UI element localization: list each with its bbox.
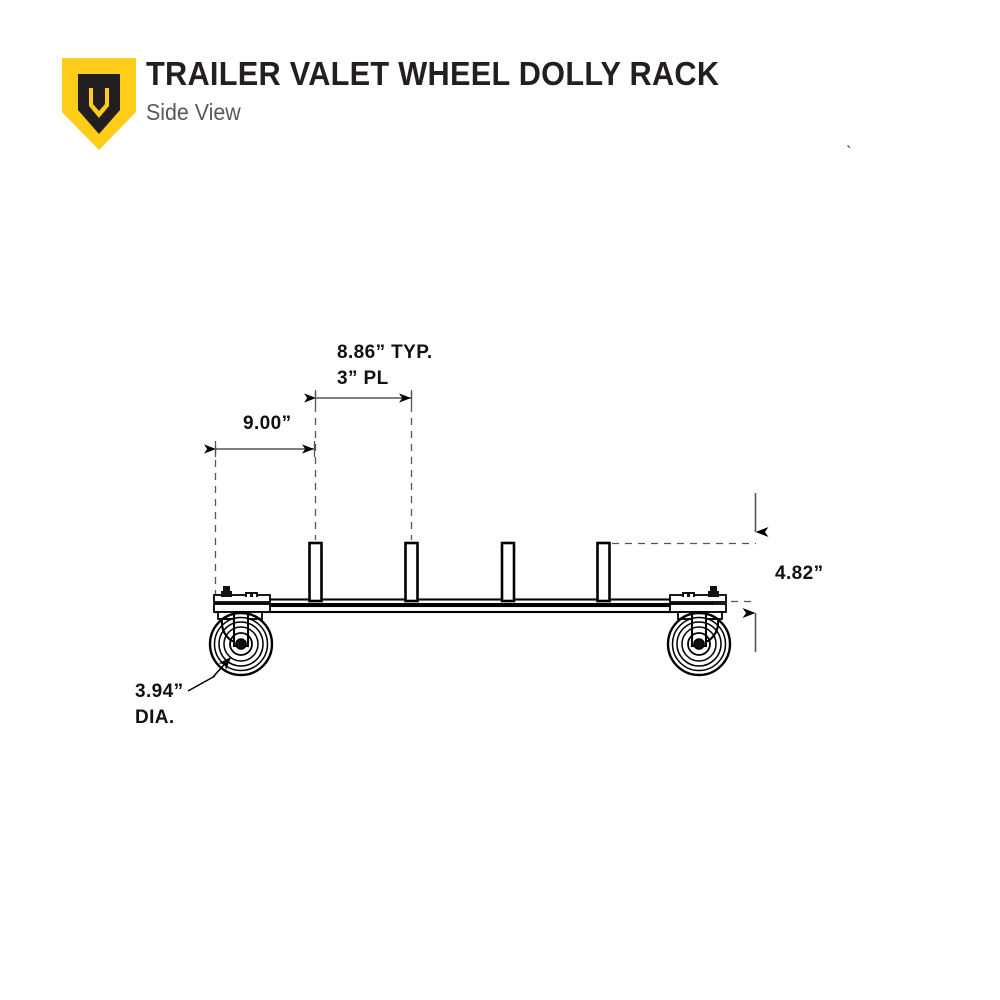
document-header: TRAILER VALET WHEEL DOLLY RACK Side View — [62, 56, 882, 152]
post-4 — [596, 541, 611, 603]
dimension-label-post-spacing: 8.86” TYP. — [337, 342, 433, 363]
trailer-valet-shield-logo-icon — [62, 58, 136, 150]
post-2 — [404, 541, 419, 603]
dimension-label-end-to-first-post: 9.00” — [243, 413, 291, 434]
dimension-note-post-spacing: 3” PL — [337, 368, 389, 389]
dimension-post-spacing: 8.86” TYP. 3” PL — [304, 342, 433, 406]
caster-right-bolts — [682, 586, 719, 597]
leader-line-horizontal-caster — [187, 675, 216, 692]
dimension-caster-diameter: 3.94” DIA. — [135, 656, 232, 728]
caster-left — [208, 586, 274, 677]
dimension-label-deck-to-post-top: 4.82” — [775, 563, 823, 584]
dimension-deck-to-post-top: 4.82” — [742, 493, 823, 652]
title-block: TRAILER VALET WHEEL DOLLY RACK Side View — [146, 56, 762, 126]
page-subtitle: Side View — [146, 99, 241, 125]
stray-mark: ` — [846, 143, 852, 162]
dimension-end-to-first-post: 9.00” — [204, 413, 316, 457]
dimension-label-caster-diameter: 3.94” — [135, 681, 183, 702]
tv-monogram-icon — [78, 74, 120, 134]
brand-logo — [62, 58, 136, 150]
post-3 — [500, 541, 516, 603]
caster-left-bolts — [221, 586, 258, 597]
caster-left-wheel — [208, 611, 274, 677]
dimension-label-caster-diameter-unit: DIA. — [135, 707, 175, 728]
extension-lines — [214, 392, 756, 603]
caster-right — [666, 586, 732, 677]
deck-rail — [214, 598, 714, 614]
page-title: TRAILER VALET WHEEL DOLLY RACK — [146, 55, 720, 92]
post-1 — [308, 541, 323, 603]
caster-right-wheel — [666, 611, 732, 677]
post-group — [308, 541, 611, 603]
